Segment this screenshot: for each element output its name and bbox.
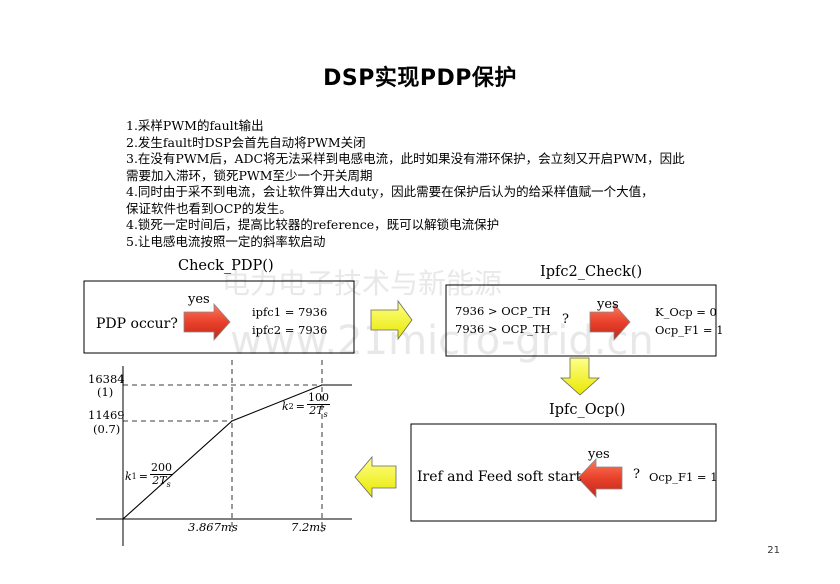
steps-list: 1.采样PWM的fault输出 2.发生fault时DSP会首先自动将PWM关闭… [126, 118, 726, 250]
yellow-arrow-down-icon [559, 357, 601, 396]
watermark-text-cn: 电力电子技术与新能源 [222, 267, 503, 300]
step-line: 3.在没有PWM后，ADC将无法采样到电感电流，此时如果没有滞环保护，会立刻又开… [126, 151, 685, 166]
ipfc2-question: ? [562, 312, 569, 327]
red-arrow-right-icon [589, 302, 631, 342]
red-arrow-left-icon [577, 457, 623, 499]
ipfc2-check-caption: Ipfc2_Check() [540, 264, 643, 280]
ipfc-ocp-box [410, 423, 717, 522]
graph-x1-label: 3.867ms [188, 520, 238, 534]
check-pdp-condition: PDP occur? [96, 316, 178, 332]
check-pdp-assign1: ipfc1 = 7936 [252, 305, 328, 319]
ipfc2-cond1: 7936 > OCP_TH [455, 304, 551, 318]
k1-denominator: 2T [152, 474, 167, 487]
k2-symbol: k [282, 400, 289, 414]
step-line: 需要加入滞环，锁死PWM至少一个开关周期 [126, 167, 373, 183]
step-line: 4.同时由于采不到电流，会让软件算出大duty，因此需要在保护后认为的给采样值赋… [126, 184, 654, 199]
k2-subscript: 2 [288, 402, 294, 412]
k1-den-sub: s [166, 480, 171, 490]
step-line: 2.发生fault时DSP会首先自动将PWM关闭 [126, 134, 366, 150]
k2-denominator: 2T [309, 404, 324, 417]
check-pdp-box [83, 280, 355, 354]
page-number: 21 [767, 545, 780, 556]
yellow-arrow-left-icon [354, 455, 397, 499]
k1-subscript: 1 [131, 472, 137, 482]
k2-den-sub: s [323, 410, 328, 420]
red-arrow-right-icon [183, 302, 231, 342]
check-pdp-yes: yes [188, 292, 210, 307]
graph-y-top-sub: (1) [97, 385, 114, 399]
ipfc-ocp-action: Iref and Feed soft start [417, 469, 582, 485]
ipfc2-check-box [445, 284, 717, 357]
graph-x2-label: 7.2ms [291, 520, 327, 534]
k2-numerator: 100 [306, 391, 330, 405]
ipfc-ocp-yes: yes [588, 447, 610, 462]
graph-y-mid-label: 11469 [88, 408, 125, 422]
ipfc-ocp-question: ? [633, 467, 640, 482]
ipfc2-result1: K_Ocp = 0 [655, 305, 717, 319]
step-line: 5.让电感电流按照一定的斜率软启动 [126, 233, 326, 249]
k1-symbol: k [125, 470, 132, 484]
step-line: 1.采样PWM的fault输出 [126, 118, 264, 133]
yellow-arrow-right-icon [370, 299, 413, 341]
step-line: 4.锁死一定时间后，提高比较器的reference，既可以解锁电流保护 [126, 217, 500, 232]
ipfc2-cond2: 7936 > OCP_TH [455, 322, 551, 336]
slide-title: DSP实现PDP保护 [323, 66, 517, 91]
ipfc2-yes: yes [597, 297, 619, 312]
k1-numerator: 200 [149, 461, 173, 475]
ipfc-ocp-flag: Ocp_F1 = 1 [649, 470, 718, 484]
ipfc-ocp-caption: Ipfc_Ocp() [549, 402, 626, 418]
step-line: 保证软件也看到OCP的发生。 [126, 200, 292, 216]
check-pdp-assign2: ipfc2 = 7936 [252, 323, 328, 337]
graph-y-top-label: 16384 [88, 372, 125, 386]
graph-y-mid-sub: (0.7) [93, 422, 121, 436]
softstart-curve [122, 384, 352, 520]
ipfc2-result2: Ocp_F1 = 1 [655, 323, 724, 337]
check-pdp-caption: Check_PDP() [178, 258, 274, 274]
